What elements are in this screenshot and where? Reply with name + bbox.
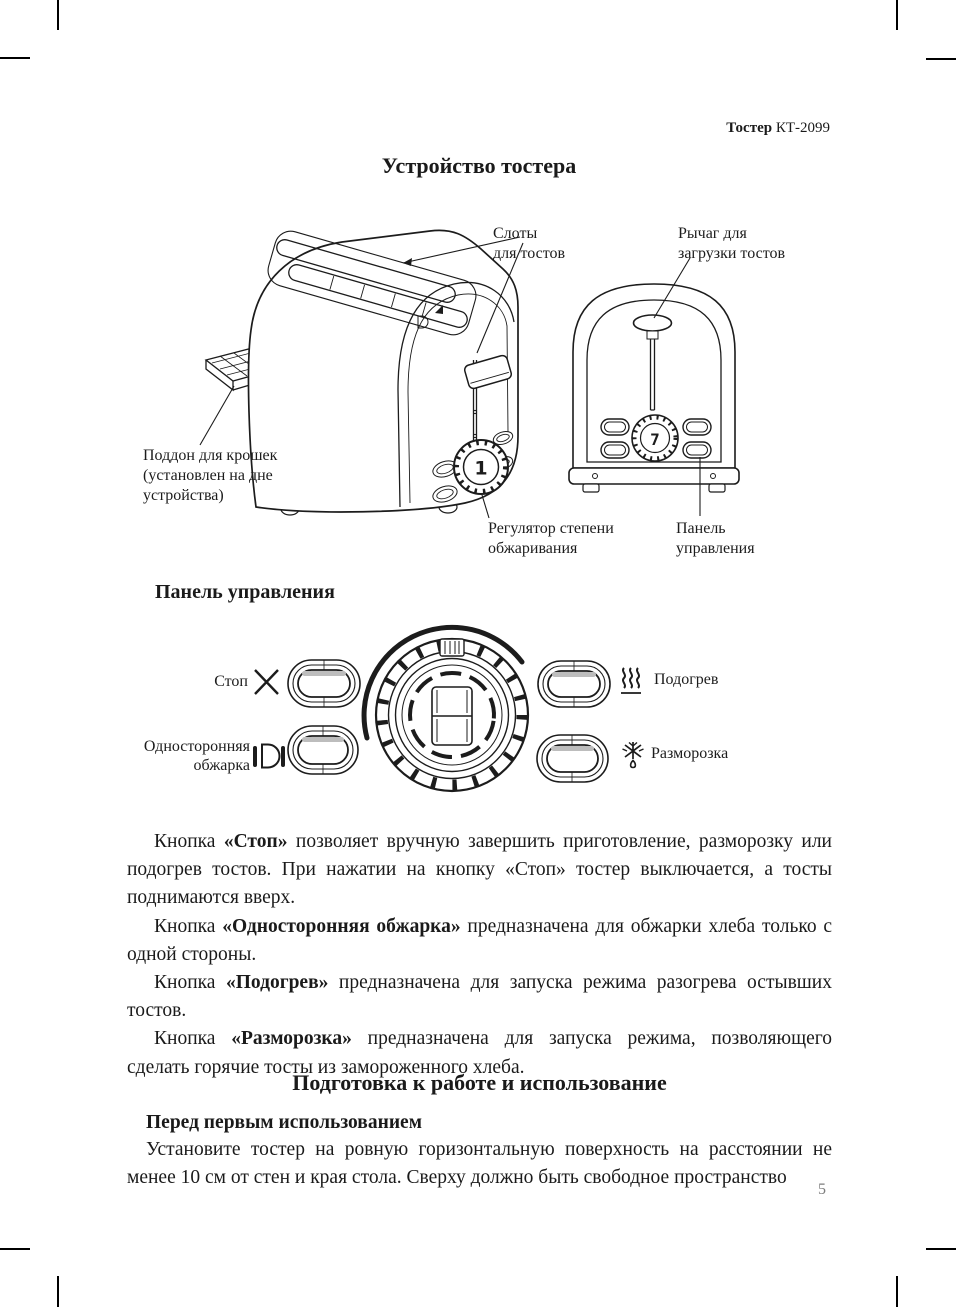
paragraph-stop: Кнопка «Стоп» позволяет вручную завершит…: [127, 828, 832, 913]
p1-term: «Односторонняя обжарка»: [222, 915, 461, 937]
paragraph-one-sided: Кнопка «Односторонняя обжарка» предназна…: [127, 913, 832, 969]
preparation-title: Подготовка к работе и использование: [292, 1070, 667, 1095]
leader-lines: [199, 236, 701, 519]
paragraph-reheat: Кнопка «Подогрев» предназначена для запу…: [127, 969, 832, 1025]
p2-rest: предназначена для запуска режима разогре…: [127, 972, 832, 1022]
front-view-buttons: [600, 418, 712, 459]
toaster-perspective-view: 1: [247, 229, 519, 516]
toaster-front-view: 7: [568, 283, 740, 493]
preparation-subtitle: Перед первым использованием: [146, 1112, 422, 1133]
header-model: КТ-2099: [772, 120, 830, 136]
crop-mark-bl-h: [0, 1248, 30, 1250]
heat-waves-icon: [621, 667, 641, 694]
header-product: Тостер: [726, 120, 773, 136]
side-dial-digit: 1: [474, 458, 487, 480]
label-slots: Слоты для тостов: [493, 225, 566, 262]
stop-button-label: Стоп: [214, 673, 248, 690]
bread-size-marker: [435, 305, 443, 314]
control-panel-heading: Панель управления: [155, 581, 335, 603]
front-dial-digit: 7: [650, 430, 660, 449]
label-crumb-tray: Поддон для крошек (установлен на дне уст…: [143, 447, 278, 504]
side-lever: [463, 354, 513, 448]
p3-rest: предназначена для запуска режима, позвол…: [127, 1028, 833, 1078]
p0-lead: Кнопка: [154, 831, 224, 852]
control-panel-figure: [253, 624, 644, 793]
p0-rest: позволяет вручную завершить приготовлени…: [127, 831, 832, 909]
p1-lead: Кнопка: [154, 915, 223, 937]
label-browning-control: Регулятор степени обжаривания: [488, 520, 614, 557]
panel-dial-drawing: [361, 624, 530, 793]
defrost-button-label: Разморозка: [651, 745, 729, 762]
p0-term: «Стоп»: [223, 831, 288, 852]
p3-lead: Кнопка: [154, 1028, 232, 1050]
crop-mark-tr-v: [896, 0, 898, 30]
label-lever: Рычаг для загрузки тостов: [678, 225, 786, 262]
p2-lead: Кнопка: [154, 972, 226, 994]
reheat-button-drawing: [537, 660, 611, 708]
one-side-toast-icon: [253, 743, 285, 769]
dial-digit-display: [431, 686, 473, 746]
reheat-button-label: Подогрев: [654, 671, 719, 688]
crop-mark-bl-v: [57, 1276, 59, 1307]
crop-mark-br-h: [926, 1248, 956, 1250]
front-dial: 7: [631, 414, 679, 462]
page-header: Тостер КТ-2099: [726, 120, 830, 137]
one-sided-button-label: Односторонняя обжарка: [143, 738, 250, 774]
preparation-section: Подготовка к работе и использование Пере…: [127, 1070, 832, 1192]
preparation-text: Установите тостер на ровную горизонтальн…: [127, 1139, 832, 1189]
page-number: 5: [818, 1181, 826, 1198]
side-view-dial: 1: [453, 439, 509, 495]
device-diagram-figure: 1 7: [199, 229, 740, 519]
cross-icon: [254, 669, 279, 695]
crop-mark-tl-h: [0, 57, 30, 59]
stop-button-drawing: [287, 659, 361, 708]
button-descriptions: Кнопка «Стоп» позволяет вручную завершит…: [127, 828, 832, 1082]
p3-term: «Разморозка»: [231, 1028, 352, 1050]
defrost-button-drawing: [536, 734, 609, 783]
crop-mark-br-v: [896, 1276, 898, 1307]
crop-mark-tl-v: [57, 0, 59, 30]
label-control-panel: Панель управления: [676, 520, 755, 557]
p1-rest: предназначена для обжарки хлеба только с…: [127, 915, 833, 965]
toast-slots: [267, 230, 477, 336]
device-section-title: Устройство тостера: [381, 153, 577, 178]
front-lever: [632, 314, 673, 411]
crop-mark-tr-h: [926, 58, 956, 60]
paragraph-defrost: Кнопка «Разморозка» предназначена для за…: [127, 1025, 832, 1081]
p2-term: «Подогрев»: [226, 972, 329, 994]
defrost-icon: [622, 741, 644, 769]
one-sided-button-drawing: [287, 725, 359, 775]
